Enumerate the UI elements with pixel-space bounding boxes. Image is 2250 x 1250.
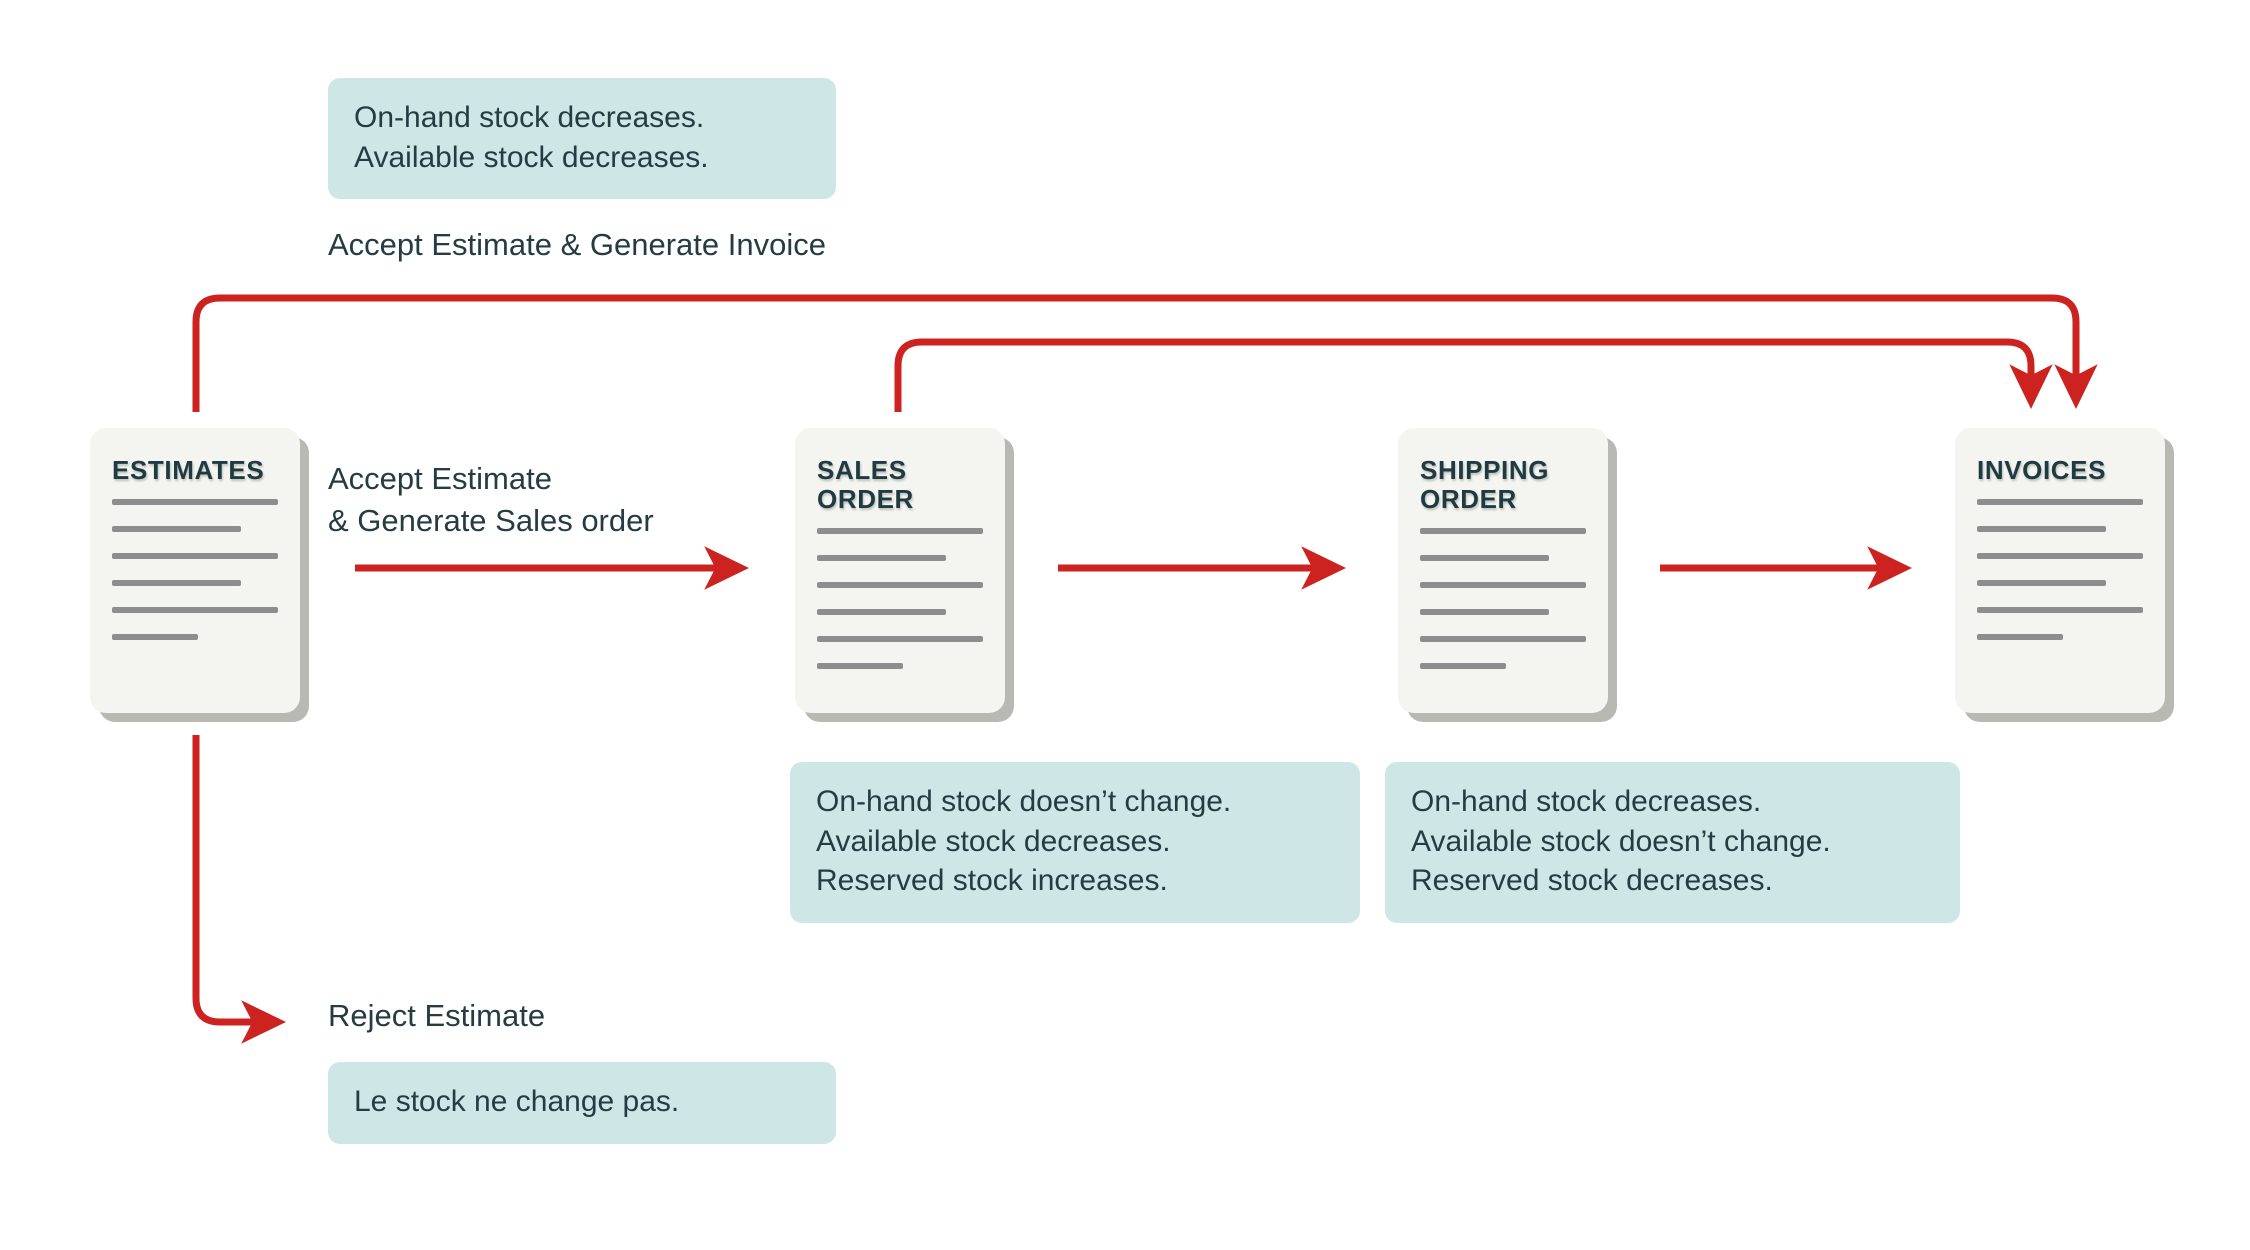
card-line [1420,663,1507,670]
card-line [1977,526,2107,533]
card-line [1977,634,2064,641]
card-line [112,499,278,506]
card-line [1977,607,2143,614]
card-line [112,553,278,560]
label-accept-estimate-generate-sales-order: Accept Estimate & Generate Sales order [328,461,654,538]
document-card-shipping-order[interactable]: SHIPPING ORDER [1398,428,1608,713]
card-line [1977,553,2143,560]
card-title-shipping-order: SHIPPING ORDER [1420,455,1550,515]
card-line [112,580,242,587]
card-title-invoices: INVOICES [1977,455,2107,485]
callout-sales-order-stock-effects: On-hand stock doesn’t change. Available … [790,762,1360,923]
card-line [1420,609,1550,616]
card-line [1420,528,1586,535]
label-reject-estimate: Reject Estimate [328,998,546,1033]
connector-estimates-to-reject [192,735,286,1044]
callout-shipping-order-stock-effects: On-hand stock decreases. Available stock… [1385,762,1960,923]
card-line [817,555,947,562]
card-lines [1977,499,2143,641]
card-title-sales-order: SALES ORDER [817,455,914,515]
card-line [817,663,904,670]
document-card-invoices[interactable]: INVOICES [1955,428,2165,713]
card-line [817,636,983,643]
card-line [1977,580,2107,587]
card-line [1977,499,2143,506]
document-card-sales-order[interactable]: SALES ORDER [795,428,1005,713]
card-line [817,528,983,535]
card-lines [112,499,278,641]
card-line [1420,555,1550,562]
card-line [817,609,947,616]
connector-estimates-to-invoices [192,294,2098,412]
card-line [817,582,983,589]
card-line [1420,636,1586,643]
document-card-estimates[interactable]: ESTIMATES [90,428,300,713]
card-lines [817,528,983,670]
card-line [112,607,278,614]
card-title-estimates: ESTIMATES [112,455,265,485]
connector-sales-to-invoices [894,338,2053,412]
callout-reject-estimate-stock-effects: Le stock ne change pas. [328,1062,836,1144]
card-line [112,634,199,641]
card-line [1420,582,1586,589]
card-line [112,526,242,533]
label-accept-estimate-generate-invoice: Accept Estimate & Generate Invoice [328,227,826,262]
callout-invoice-stock-effects: On-hand stock decreases. Available stock… [328,78,836,200]
card-lines [1420,528,1586,670]
